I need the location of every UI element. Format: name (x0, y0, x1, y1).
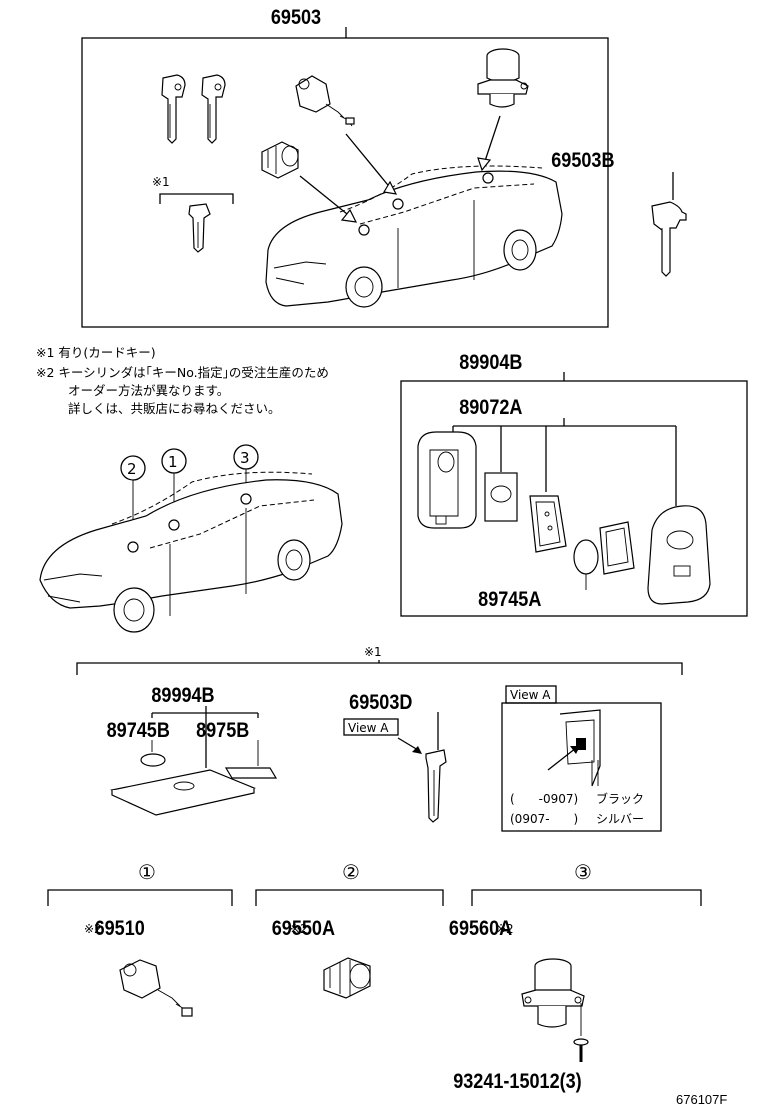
part-number-89904B[interactable]: 89904B (459, 351, 522, 375)
card-key-blade-icon (425, 749, 447, 823)
diagram-id: 676107F (676, 1092, 727, 1107)
note1-mark: ※1 (364, 645, 382, 659)
key-cover-icon (484, 472, 518, 522)
key-icon (651, 201, 687, 277)
door-lock-cylinder-icon (295, 75, 355, 127)
view-row1-color: ブラック (596, 791, 644, 806)
key-board-icon (529, 495, 567, 553)
note-line-4: 詳しくは、共販店にお尋ねください。 (68, 401, 281, 416)
view-a-title: View A (510, 688, 551, 702)
main-set-box (81, 37, 609, 328)
battery-icon (573, 539, 599, 575)
part-number-93241-15012[interactable]: 93241-15012(3) (453, 1070, 581, 1094)
cylinder-2-group: ② ※2 69550A (255, 860, 444, 999)
note-line-3: オーダー方法が異なります。 (68, 383, 229, 398)
glovebox-cylinder-icon (323, 957, 371, 999)
part-number-89994B[interactable]: 89994B (151, 684, 214, 708)
callout-2-mark: ② (342, 860, 360, 884)
note1-mark: ※1 (152, 175, 170, 189)
card-icon (110, 769, 256, 816)
svg-text:2: 2 (127, 460, 137, 478)
key-icon (201, 74, 226, 144)
svg-text:※2: ※2 (84, 922, 102, 936)
view-a-label-box (343, 718, 399, 736)
svg-text:※2: ※2 (496, 922, 514, 936)
view-arrow-icon (397, 737, 422, 754)
door-lock-cylinder-icon (119, 959, 193, 1017)
key-icon (161, 74, 186, 144)
part-number-69503D[interactable]: 69503D (349, 691, 412, 715)
trunk-cylinder-icon (477, 48, 529, 108)
key-case-icon (417, 431, 477, 529)
svg-text:1: 1 (168, 453, 178, 471)
part-number-8975B[interactable]: 8975B (196, 719, 249, 743)
main-set-group: 69503 (81, 6, 609, 328)
part-number-69503[interactable]: 69503 (271, 6, 321, 30)
smart-key-group: 89904B 89072A (400, 351, 748, 617)
card-sheet-icon (224, 767, 278, 779)
card-battery-icon (140, 753, 166, 767)
part-number-69550A[interactable]: 69550A (272, 917, 335, 941)
view-a-title-box (505, 685, 557, 704)
trunk-cylinder-icon (521, 958, 585, 1028)
key-frame-icon (599, 521, 635, 575)
car-middle-icon (39, 471, 343, 633)
part-number-89745A[interactable]: 89745A (478, 588, 541, 612)
note-line-1: ※1 有り(カードキー) (36, 345, 156, 360)
view-row2-range: (0907- ) (510, 812, 578, 826)
key-head-detail-icon (547, 709, 601, 787)
screw-icon (573, 1038, 589, 1062)
cylinder-3-group: ③ ※2 69560A 93241-15012(3) (449, 860, 702, 1094)
view-row2-color: シルバー (596, 812, 644, 826)
view-a-box (501, 702, 662, 832)
notes: ※1 有り(カードキー) ※2 キーシリンダは｢キーNo.指定｣の受注生産のため… (36, 345, 329, 416)
part-number-69503B[interactable]: 69503B (551, 149, 614, 173)
smart-key-fob-icon (647, 505, 711, 605)
part-number-89745B[interactable]: 89745B (107, 719, 170, 743)
cylinder-1-group: ① ※2 69510 (47, 860, 233, 1017)
smart-key-box (400, 380, 748, 617)
callout-3-mark: ③ (574, 860, 592, 884)
callout-1-mark: ① (138, 860, 156, 884)
svg-text:3: 3 (240, 449, 250, 467)
glovebox-cylinder-icon (261, 141, 299, 179)
part-number-89072A[interactable]: 89072A (459, 396, 522, 420)
view-a-label: View A (348, 721, 389, 735)
car-top-icon (265, 165, 563, 308)
spare-key-group: 69503B (551, 149, 687, 277)
car-locations-group: 2 1 3 (39, 444, 343, 633)
svg-text:※2: ※2 (290, 922, 308, 936)
part-number-69510[interactable]: 69510 (95, 917, 145, 941)
part-number-69560A[interactable]: 69560A (449, 917, 512, 941)
card-key-icon (188, 203, 211, 253)
note-line-2: ※2 キーシリンダは｢キーNo.指定｣の受注生産のため (36, 365, 329, 380)
card-key-section: ※1 89994B 89745B 8975B 69503D View A (76, 645, 683, 832)
view-row1-range: ( -0907) (510, 792, 578, 806)
